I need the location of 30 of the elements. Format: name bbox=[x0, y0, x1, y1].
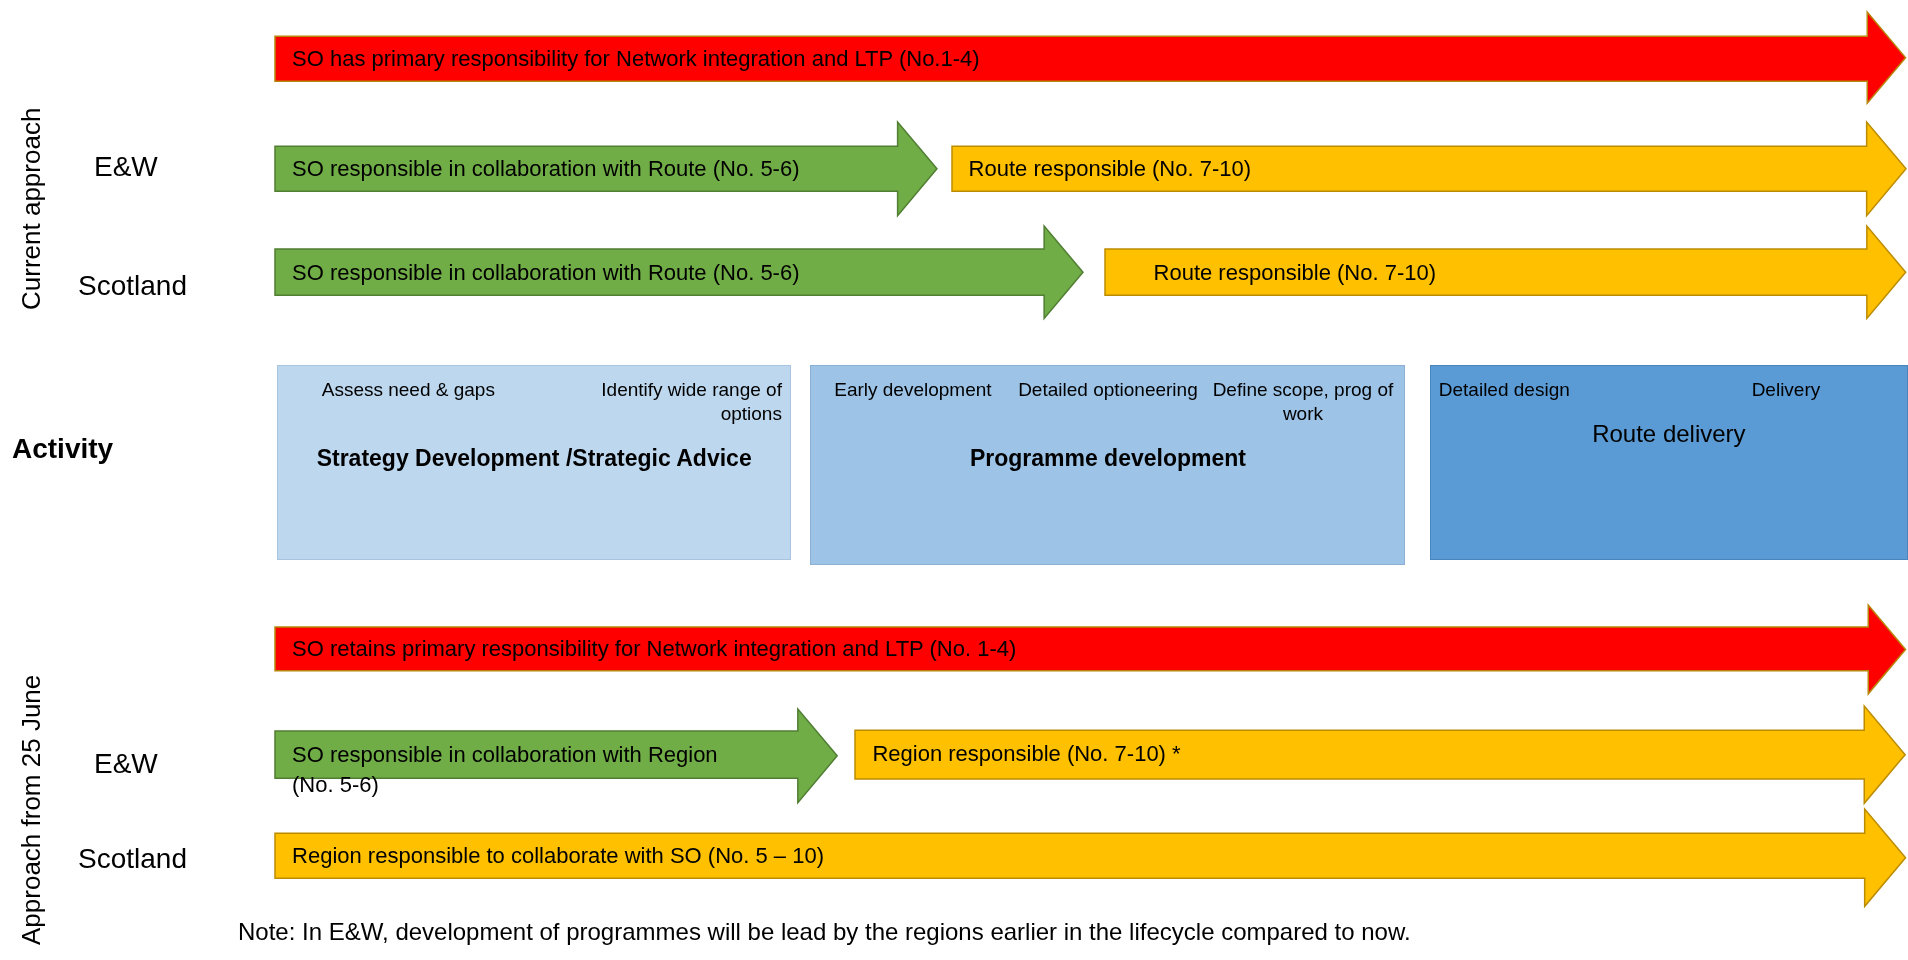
activity-step: Identify wide range of options bbox=[538, 378, 782, 427]
activity-box bbox=[1429, 365, 1908, 560]
row-label: E&W bbox=[94, 151, 158, 183]
arrow-shape: SO responsible in collaboration with Route (No. 5-6) bbox=[275, 121, 937, 216]
arrow-shape: Route responsible (No. 7-10) bbox=[1104, 226, 1906, 319]
activity-box bbox=[277, 365, 791, 560]
arrow-shape: SO retains primary responsibility for Network integration and LTP (No. 1-4) bbox=[275, 604, 1906, 694]
arrow-shape: Region responsible (No. 7-10) * bbox=[855, 705, 1906, 804]
row-label: Scotland bbox=[78, 270, 187, 302]
arrow-shape: Route responsible (No. 7-10) bbox=[951, 121, 1906, 216]
arrow-shape: SO has primary responsibility for Network integration and LTP (No.1-4) bbox=[275, 12, 1906, 104]
activity-box bbox=[810, 365, 1406, 565]
row-group-label: Approach from 25 June bbox=[16, 674, 47, 945]
activity-step: Detailed optioneering bbox=[1014, 378, 1202, 427]
phase-title: Strategy Development /Strategic Advice bbox=[315, 444, 753, 474]
note-text: Note: In E&W, development of programmes will be lead by the regions earlier in the lifecycle compared to now. bbox=[238, 918, 1411, 946]
arrow-shape: SO responsible in collaboration with Region (No. 5-6) bbox=[275, 709, 838, 804]
arrow-shape: SO responsible in collaboration with Route (No. 5-6) bbox=[275, 226, 1083, 319]
row-label: Scotland bbox=[78, 843, 187, 875]
row-group-label: Current approach bbox=[16, 107, 47, 310]
row-label: Activity bbox=[12, 433, 114, 465]
phase-title: Route delivery bbox=[1591, 419, 1747, 450]
row-label: E&W bbox=[94, 748, 158, 780]
activity-step: Assess need & gaps bbox=[286, 378, 531, 427]
phase-title: Programme development bbox=[968, 444, 1247, 474]
activity-step: Delivery bbox=[1672, 378, 1899, 403]
activity-step: Define scope, prog of work bbox=[1209, 378, 1397, 427]
activity-step: Early development bbox=[819, 378, 1007, 427]
activity-step: Detailed design bbox=[1438, 378, 1665, 403]
arrow-shape: Region responsible to collaborate with SO (No. 5 – 10) bbox=[275, 809, 1906, 907]
